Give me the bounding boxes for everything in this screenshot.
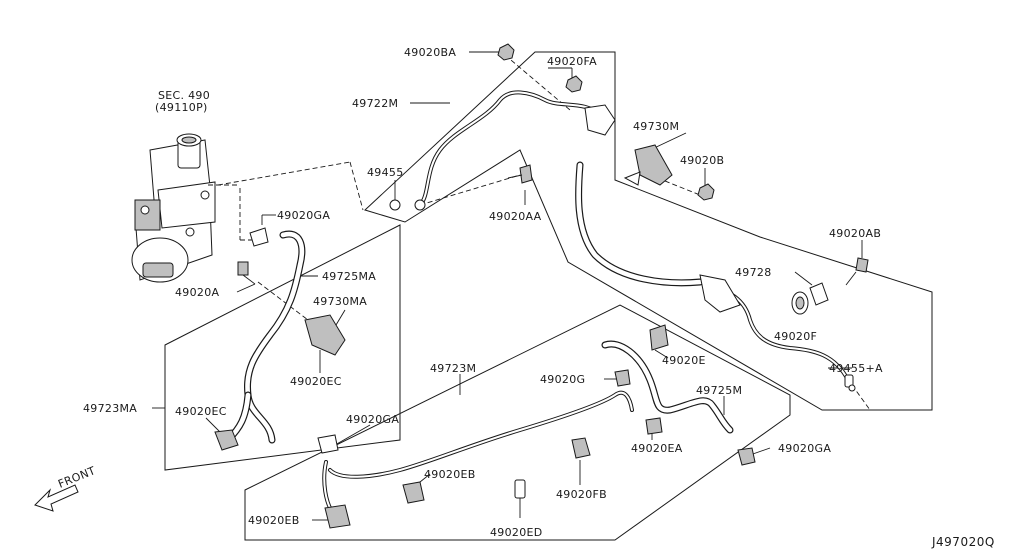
- callout-49730MA[interactable]: 49730MA: [313, 295, 367, 308]
- callout-49455[interactable]: 49455: [367, 166, 404, 179]
- callout-49020EC-mid[interactable]: 49020EC: [290, 375, 342, 388]
- callout-49455A[interactable]: 49455+A: [829, 362, 883, 375]
- hose-49725M: [601, 340, 734, 434]
- fittings: [214, 43, 869, 529]
- pipe-49722M: [418, 90, 602, 207]
- callout-49728[interactable]: 49728: [735, 266, 772, 279]
- callout-49723MA[interactable]: 49723MA: [83, 402, 137, 415]
- callout-49020B[interactable]: 49020B: [680, 154, 724, 167]
- callout-49020BA[interactable]: 49020BA: [404, 46, 456, 59]
- group-box-lower: [244, 304, 791, 541]
- callout-49020AB[interactable]: 49020AB: [829, 227, 881, 240]
- callout-49020FB[interactable]: 49020FB: [556, 488, 607, 501]
- leader-lines: [152, 51, 871, 521]
- group-box-left: [164, 224, 401, 471]
- callout-49730M[interactable]: 49730M: [633, 120, 679, 133]
- front-arrow: FRONT: [34, 464, 97, 512]
- pipe-49723M: [328, 390, 634, 479]
- callout-49722M[interactable]: 49722M: [352, 97, 398, 110]
- callout-49020EA[interactable]: 49020EA: [631, 442, 683, 455]
- callout-49020FA[interactable]: 49020FA: [547, 55, 597, 68]
- hose-49725MA: [243, 230, 306, 444]
- callout-49020G[interactable]: 49020G: [540, 373, 585, 386]
- callout-49020ED[interactable]: 49020ED: [490, 526, 543, 539]
- callout-49725M[interactable]: 49725M: [696, 384, 742, 397]
- section-ref-line2: (49110P): [155, 101, 208, 114]
- hose-return: [575, 161, 704, 287]
- callout-49020EC-low[interactable]: 49020EC: [175, 405, 227, 418]
- callout-49020A[interactable]: 49020A: [175, 286, 219, 299]
- callout-49020GA-top[interactable]: 49020GA: [277, 209, 330, 222]
- callout-49725MA[interactable]: 49725MA: [322, 270, 376, 283]
- section-ref-line1: SEC. 490: [158, 89, 210, 102]
- callout-49020GA-right[interactable]: 49020GA: [778, 442, 831, 455]
- callout-49020EB-mid[interactable]: 49020EB: [424, 468, 476, 481]
- callout-49020EB-low[interactable]: 49020EB: [248, 514, 300, 527]
- callout-49020GA-mid[interactable]: 49020GA: [346, 413, 399, 426]
- pump-assembly: [131, 133, 216, 283]
- diagram-id: J497020Q: [931, 535, 995, 549]
- callout-49020AA[interactable]: 49020AA: [489, 210, 542, 223]
- callout-49020F[interactable]: 49020F: [774, 330, 817, 343]
- callout-49020E[interactable]: 49020E: [662, 354, 706, 367]
- front-label: FRONT: [56, 464, 97, 491]
- callout-49723M[interactable]: 49723M: [430, 362, 476, 375]
- group-box-upper: [364, 51, 933, 411]
